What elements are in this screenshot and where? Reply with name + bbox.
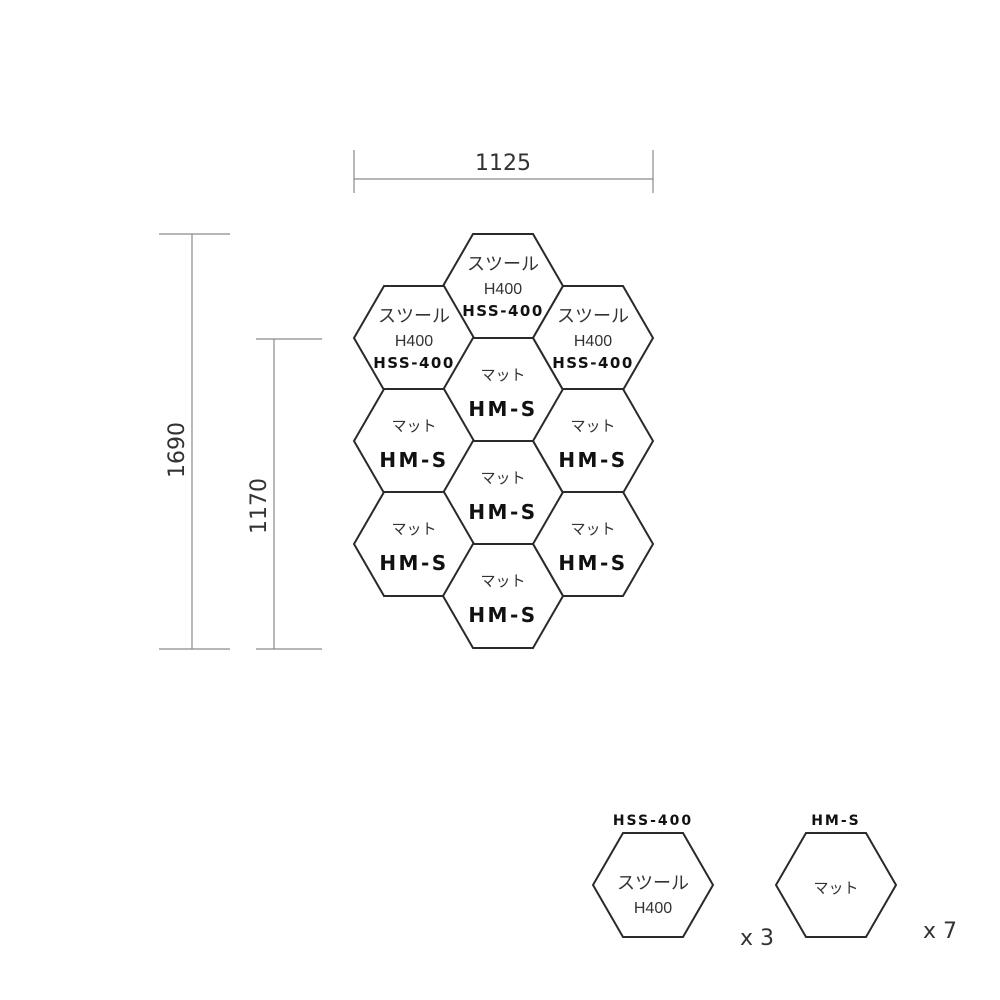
tile-code: HM-S xyxy=(379,551,448,575)
legend-qty: x 7 xyxy=(923,919,957,944)
legend-code: HM-S xyxy=(811,813,861,829)
legend-label: マット xyxy=(813,879,858,897)
hex-tile-mat-center-1: マット HM-S xyxy=(441,337,565,443)
hex-tile-mat-center-3: マット HM-S xyxy=(441,543,565,649)
tile-label: マット xyxy=(480,366,525,384)
tile-code: HSS-400 xyxy=(552,354,634,372)
tile-label: マット xyxy=(570,417,615,435)
legend-hex-outline xyxy=(591,832,715,938)
hex-outline xyxy=(441,543,565,649)
tile-code: HSS-400 xyxy=(462,302,544,320)
legend: HSS-400 スツール H400 x 3 HM-S マット x 7 xyxy=(591,813,957,951)
tile-label: スツール xyxy=(467,254,539,275)
tile-label: マット xyxy=(391,417,436,435)
tile-code: HM-S xyxy=(379,448,448,472)
width-dimension: 1125 xyxy=(353,150,654,193)
tile-code: HM-S xyxy=(558,448,627,472)
hex-tile-mat-right-1: マット HM-S xyxy=(531,388,655,494)
tile-label: マット xyxy=(480,572,525,590)
legend-sub: H400 xyxy=(634,900,672,917)
tile-code: HM-S xyxy=(558,551,627,575)
tile-label: スツール xyxy=(557,306,629,327)
height-inner-dimension: 1170 xyxy=(247,338,322,650)
legend-qty: x 3 xyxy=(740,926,774,951)
legend-code: HSS-400 xyxy=(613,813,693,829)
height-total-label: 1690 xyxy=(165,422,190,478)
tile-label: マット xyxy=(480,469,525,487)
hex-layout: スツールH400HSS-400スツールH400HSS-400スツールH400HS… xyxy=(352,233,655,649)
tile-sub: H400 xyxy=(574,333,612,350)
height-inner-label: 1170 xyxy=(247,478,272,534)
tile-code: HM-S xyxy=(468,397,537,421)
tile-label: マット xyxy=(391,520,436,538)
hex-tile-mat-left-2: マット HM-S xyxy=(352,491,476,597)
height-total-dimension: 1690 xyxy=(159,233,230,650)
tile-sub: H400 xyxy=(484,281,522,298)
width-label: 1125 xyxy=(475,151,531,176)
tile-code: HSS-400 xyxy=(373,354,455,372)
legend-label: スツール xyxy=(617,873,689,894)
tile-code: HM-S xyxy=(468,603,537,627)
tile-code: HM-S xyxy=(468,500,537,524)
legend-mat: HM-S マット x 7 xyxy=(774,813,957,944)
hex-tile-mat-left-1: マット HM-S xyxy=(352,388,476,494)
tile-sub: H400 xyxy=(395,333,433,350)
legend-hex-outline xyxy=(774,832,898,938)
tile-label: マット xyxy=(570,520,615,538)
legend-stool: HSS-400 スツール H400 x 3 xyxy=(591,813,774,951)
tile-label: スツール xyxy=(378,306,450,327)
